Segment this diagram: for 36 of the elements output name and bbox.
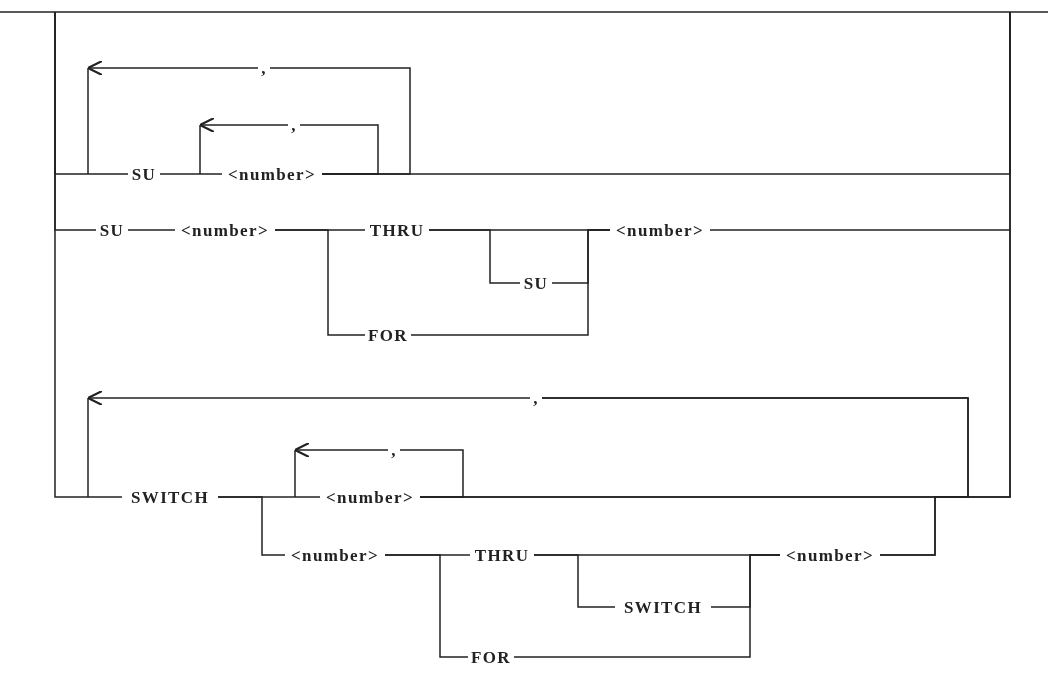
syntax-token: <number> (786, 546, 874, 564)
syntax-token: <number> (326, 488, 414, 506)
loop-arrow (86, 389, 531, 407)
syntax-token: , (261, 59, 267, 77)
track-line (709, 229, 1011, 231)
syntax-token: SU (131, 165, 157, 183)
track-line (269, 67, 411, 175)
syntax-token: <number> (181, 221, 269, 239)
syntax-token: SU (99, 221, 125, 239)
loop-arrow (293, 441, 389, 459)
track-line (384, 554, 469, 658)
syntax-token: SWITCH (623, 598, 703, 616)
track-line (410, 229, 611, 336)
syntax-token: , (291, 116, 297, 134)
track-line (274, 229, 366, 336)
track-line (513, 554, 781, 658)
syntax-token: SU (523, 274, 549, 292)
track-line (879, 11, 1011, 556)
loop-arrow (86, 59, 259, 77)
syntax-token: , (391, 441, 397, 459)
syntax-token: THRU (474, 546, 530, 564)
syntax-token: FOR (368, 326, 408, 344)
loop-arrow (198, 116, 289, 134)
syntax-token: <number> (616, 221, 704, 239)
syntax-token: THRU (369, 221, 425, 239)
syntax-token: FOR (471, 648, 511, 666)
syntax-token: , (533, 389, 539, 407)
syntax-token: <number> (291, 546, 379, 564)
track-line (399, 449, 464, 498)
track-line (159, 173, 223, 175)
track-line (127, 229, 176, 231)
syntax-token: <number> (228, 165, 316, 183)
track-line (299, 124, 379, 175)
syntax-token: SWITCH (130, 488, 210, 506)
track-line (217, 496, 286, 556)
track-line (54, 11, 123, 498)
